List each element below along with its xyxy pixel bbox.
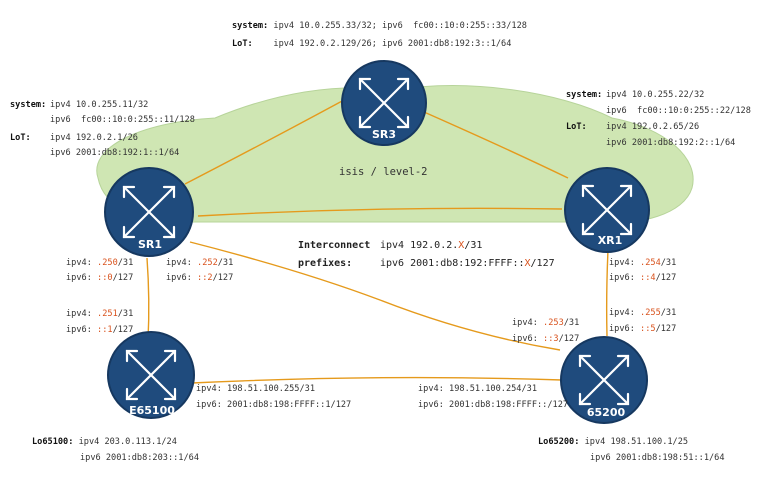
sr3-system-row: system: ipv4 10.0.255.33/32; ipv6 fc00::… xyxy=(232,20,527,32)
lo65100-v6: ipv6 2001:db8:203::1/64 xyxy=(80,453,199,463)
link-sr1-xr1 xyxy=(197,207,563,217)
router-sr3[interactable]: SR3 xyxy=(341,60,427,146)
r65200-w-addr-v4: ipv4: 198.51.100.254/31 xyxy=(418,384,537,394)
sr1-r-addr-v6: ipv6: ::2/127 xyxy=(166,273,234,283)
link-sr1-e65100 xyxy=(146,257,150,341)
xr1-lo-v4: ipv4 192.0.2.65/26 xyxy=(606,122,700,132)
router-r65200-label: 65200 xyxy=(587,406,626,419)
link-sr1-r65200 xyxy=(189,241,561,351)
sr1-lo-key: LoT: xyxy=(10,133,31,143)
sr3-lo-value: ipv4 192.0.2.129/26; ipv6 2001:db8:192:3… xyxy=(273,39,512,49)
sr3-lo-row: LoT: ipv4 192.0.2.129/26; ipv6 2001:db8:… xyxy=(232,38,511,50)
sr1-lo-v4: ipv4 192.0.2.1/26 xyxy=(50,133,138,143)
router-xr1-label: XR1 xyxy=(598,234,623,247)
r65200-left-addr-v4: ipv4: .253/31 xyxy=(512,318,580,328)
link-sr1-sr3 xyxy=(184,99,345,185)
interconnect-v4: ipv4 192.0.2.X/31 xyxy=(380,238,482,254)
interconnect-v6-suffix: /127 xyxy=(530,258,555,269)
xr1-lo-key: LoT: xyxy=(566,122,587,132)
router-r65200[interactable]: 65200 xyxy=(560,336,648,424)
sr1-e-addr-v4: ipv4: .250/31 xyxy=(66,258,134,268)
lo65200-row: Lo65200: ipv4 198.51.100.1/25 xyxy=(538,436,688,448)
sr1-system-key: system: xyxy=(10,100,47,110)
xr1-sys-v6: ipv6 fc00::10:0:255::22/128 xyxy=(606,106,751,116)
link-sr3-xr1 xyxy=(423,111,569,179)
router-xr1[interactable]: XR1 xyxy=(564,167,650,253)
xr1-bot-addr-v6: ipv6: ::4/127 xyxy=(609,273,677,283)
sr1-sys-v4: ipv4 10.0.255.11/32 xyxy=(50,100,149,110)
interconnect-v6-var: X xyxy=(524,258,531,269)
interconnect-v4-prefix: ipv4 192.0.2. xyxy=(380,240,459,251)
interconnect-title1: Interconnect xyxy=(298,240,371,251)
interconnect-v4-var: X xyxy=(458,240,465,251)
lo65100-row: Lo65100: ipv4 203.0.113.1/24 xyxy=(32,436,177,448)
link-e65100-r65200 xyxy=(191,376,563,384)
xr1-sys-v4: ipv4 10.0.255.22/32 xyxy=(606,90,705,100)
r65200-top-addr-v4: ipv4: .255/31 xyxy=(609,308,677,318)
interconnect-v6: ipv6 2001:db8:192:FFFF::X/127 xyxy=(380,256,555,272)
lo65100-key: Lo65100: xyxy=(32,437,74,447)
interconnect-title2: prefixes: xyxy=(298,258,353,269)
router-sr1-label: SR1 xyxy=(138,238,162,251)
e-right-addr-v6: ipv6: 2001:db8:198:FFFF::1/127 xyxy=(196,400,352,410)
sr1-sys-v6: ipv6 fc00::10:0:255::11/128 xyxy=(50,115,195,125)
e-right-addr-v4: ipv4: 198.51.100.255/31 xyxy=(196,384,315,394)
sr1-r-addr-v4: ipv4: .252/31 xyxy=(166,258,234,268)
interconnect-v4-suffix: /31 xyxy=(464,240,483,251)
lo65200-v6: ipv6 2001:db8:198:51::1/64 xyxy=(590,453,725,463)
link-xr1-r65200 xyxy=(605,249,609,337)
xr1-lo-v6: ipv6 2001:db8:192:2::1/64 xyxy=(606,138,736,148)
lo65100-v4: ipv4 203.0.113.1/24 xyxy=(78,437,177,447)
r65200-left-addr-v6: ipv6: ::3/127 xyxy=(512,334,580,344)
e-top-addr-v6: ipv6: ::1/127 xyxy=(66,325,134,335)
links xyxy=(146,99,609,384)
lo65200-v4: ipv4 198.51.100.1/25 xyxy=(584,437,689,447)
sr3-system-value: ipv4 10.0.255.33/32; ipv6 fc00::10:0:255… xyxy=(273,21,527,31)
router-e65100[interactable]: E65100 xyxy=(107,331,195,419)
sr1-lo-v6: ipv6 2001:db8:192:1::1/64 xyxy=(50,148,180,158)
lo65200-key: Lo65200: xyxy=(538,437,580,447)
sr3-system-key: system: xyxy=(232,21,269,31)
router-sr1[interactable]: SR1 xyxy=(104,167,194,257)
sr1-e-addr-v6: ipv6: ::0/127 xyxy=(66,273,134,283)
sr3-lo-key: LoT: xyxy=(232,39,253,49)
interconnect-v6-prefix: ipv6 2001:db8:192:FFFF:: xyxy=(380,258,525,269)
router-e65100-label: E65100 xyxy=(129,404,175,417)
r65200-w-addr-v6: ipv6: 2001:db8:198:FFFF::/127 xyxy=(418,400,569,410)
xr1-system-key: system: xyxy=(566,90,603,100)
xr1-bot-addr-v4: ipv4: .254/31 xyxy=(609,258,677,268)
router-sr3-label: SR3 xyxy=(372,128,396,141)
r65200-top-addr-v6: ipv6: ::5/127 xyxy=(609,324,677,334)
area-label: isis / level-2 xyxy=(339,166,428,178)
e-top-addr-v4: ipv4: .251/31 xyxy=(66,309,134,319)
